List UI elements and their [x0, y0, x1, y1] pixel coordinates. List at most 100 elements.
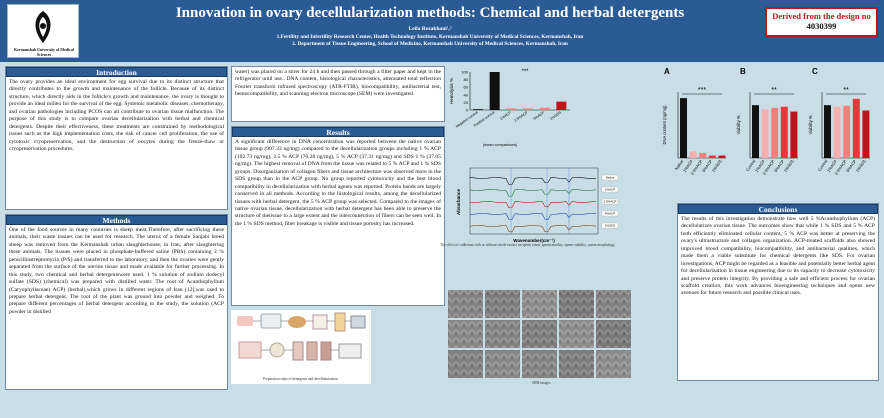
- preparation-caption: Preparation steps of detergents and dece…: [263, 377, 339, 381]
- bar: [761, 109, 769, 158]
- bar: [473, 109, 483, 110]
- poster-title: Innovation in ovary decellularization me…: [175, 5, 685, 21]
- sem-texture: [522, 350, 557, 378]
- x-tick-label: 2.5%ACP: [514, 110, 530, 123]
- tube-icon-2: [306, 341, 318, 361]
- ftir-spectra: Native1%ACP2.5%ACP5%ACP1%SDSWavenumber(c…: [456, 167, 619, 243]
- y-axis-label: DNA content (ng/mg): [662, 105, 667, 145]
- scaffold-icon: [338, 343, 362, 359]
- bar: [680, 98, 687, 158]
- bar: [506, 108, 517, 110]
- sem-texture: [448, 350, 483, 378]
- bar: [523, 108, 533, 110]
- y-axis-label: Viability %: [808, 115, 813, 135]
- bar: [824, 105, 831, 158]
- x-tick-label: Control: [745, 159, 757, 173]
- stirrer-icon: [350, 315, 366, 329]
- bar: [689, 151, 697, 158]
- conclusions-section: Conclusions The results of this investig…: [677, 203, 879, 381]
- significance-label: ***: [698, 87, 706, 94]
- powder-icon: [312, 314, 328, 330]
- x-tick-label: 1%SDS: [549, 110, 562, 121]
- conclusions-heading: Conclusions: [678, 204, 878, 214]
- chart-subtitle: (mean comparisons): [483, 143, 518, 147]
- legend-box: [601, 210, 619, 217]
- bar: [780, 106, 788, 158]
- sem-grid: [448, 290, 631, 378]
- methods-section: Methods One of the food sources in many …: [5, 214, 228, 390]
- spectrum-line: [469, 225, 597, 233]
- affiliation-2: 2. Department of Tissue Engineering, Sch…: [292, 41, 568, 48]
- bar: [718, 155, 726, 158]
- methods-continued-text: water) was placed on a stirer for 24 h a…: [235, 69, 441, 98]
- bar: [833, 106, 841, 158]
- sem-texture: [485, 350, 520, 378]
- x-tick-label: 1%SDS: [783, 158, 795, 173]
- introduction-heading: Introduction: [6, 67, 227, 77]
- bar: [771, 107, 779, 158]
- preparation-steps-diagram: [237, 312, 366, 361]
- sem-texture: [596, 350, 631, 378]
- solution-icon: [334, 312, 346, 332]
- sem-texture: [485, 290, 520, 318]
- spectrum-line: [469, 177, 597, 185]
- methods-continued: water) was placed on a stirer for 24 h a…: [231, 66, 445, 122]
- panel-label: A: [664, 67, 670, 76]
- root-icon: [288, 316, 306, 328]
- y-axis-label: Absorbance: [456, 189, 461, 216]
- bar: [556, 101, 567, 110]
- design-label: Derived from the design no: [772, 11, 871, 21]
- affiliation-1: 1.Fertility and Infertility Research Cen…: [276, 34, 584, 40]
- affiliations: 1.Fertility and Infertility Research Cen…: [150, 34, 710, 48]
- x-tick-label: 1%ACP: [499, 110, 512, 121]
- panel-label: C: [812, 67, 818, 76]
- results-heading: Results: [232, 127, 444, 137]
- y-tick-label: 60: [464, 85, 469, 90]
- bar: [790, 111, 798, 158]
- bar: [852, 98, 860, 158]
- sem-figure: SEM images: [446, 288, 636, 388]
- y-tick-label: 80: [464, 77, 469, 82]
- sem-texture: [522, 290, 557, 318]
- sem-texture: [448, 320, 483, 348]
- results-section: Results A significant difference in DNA …: [231, 126, 445, 306]
- legend-label: Native: [606, 176, 615, 180]
- significance-label: **: [843, 87, 849, 94]
- preparation-figure: Preparation steps of detergents and dece…: [231, 310, 371, 384]
- methods-heading: Methods: [6, 215, 227, 225]
- y-tick-label: 0: [466, 108, 469, 113]
- sem-texture: [559, 350, 594, 378]
- introduction-text: The ovary provides an ideal environment …: [9, 79, 224, 152]
- tissue-icon: [237, 316, 253, 326]
- results-text: A significant difference in DNA concentr…: [235, 139, 441, 227]
- y-tick-label: 40: [464, 92, 469, 97]
- ftir-caption: The effect of cadherum with or without s…: [440, 243, 615, 247]
- legend-box: [601, 186, 619, 193]
- author: Leila Rezakhani¹,²: [408, 26, 452, 32]
- x-axis-label: Wavenumber(cm⁻¹): [513, 238, 555, 243]
- legend-label: 1%SDS: [605, 224, 616, 228]
- x-tick-label: 1%SDS: [711, 158, 723, 173]
- logo-text: Kermanshah University of Medical Science…: [13, 47, 75, 57]
- sem-texture: [485, 320, 520, 348]
- bar: [699, 152, 707, 158]
- bar: [752, 105, 759, 158]
- bar: [843, 105, 851, 158]
- sem-texture: [596, 290, 631, 318]
- x-tick-label: Control: [817, 159, 829, 173]
- spectrum-line: [469, 201, 597, 209]
- panel-label: B: [740, 67, 746, 76]
- legend-box: [601, 174, 619, 181]
- y-axis-label: Hemolysis %: [449, 78, 454, 104]
- y-tick-label: 100: [461, 70, 468, 75]
- bar: [862, 110, 870, 158]
- spectrum-line: [469, 189, 597, 197]
- legend-label: 2.5%ACP: [603, 200, 616, 204]
- y-tick-label: 20: [464, 100, 469, 105]
- plot-frame: [469, 167, 599, 235]
- tube-icon-1: [292, 341, 304, 361]
